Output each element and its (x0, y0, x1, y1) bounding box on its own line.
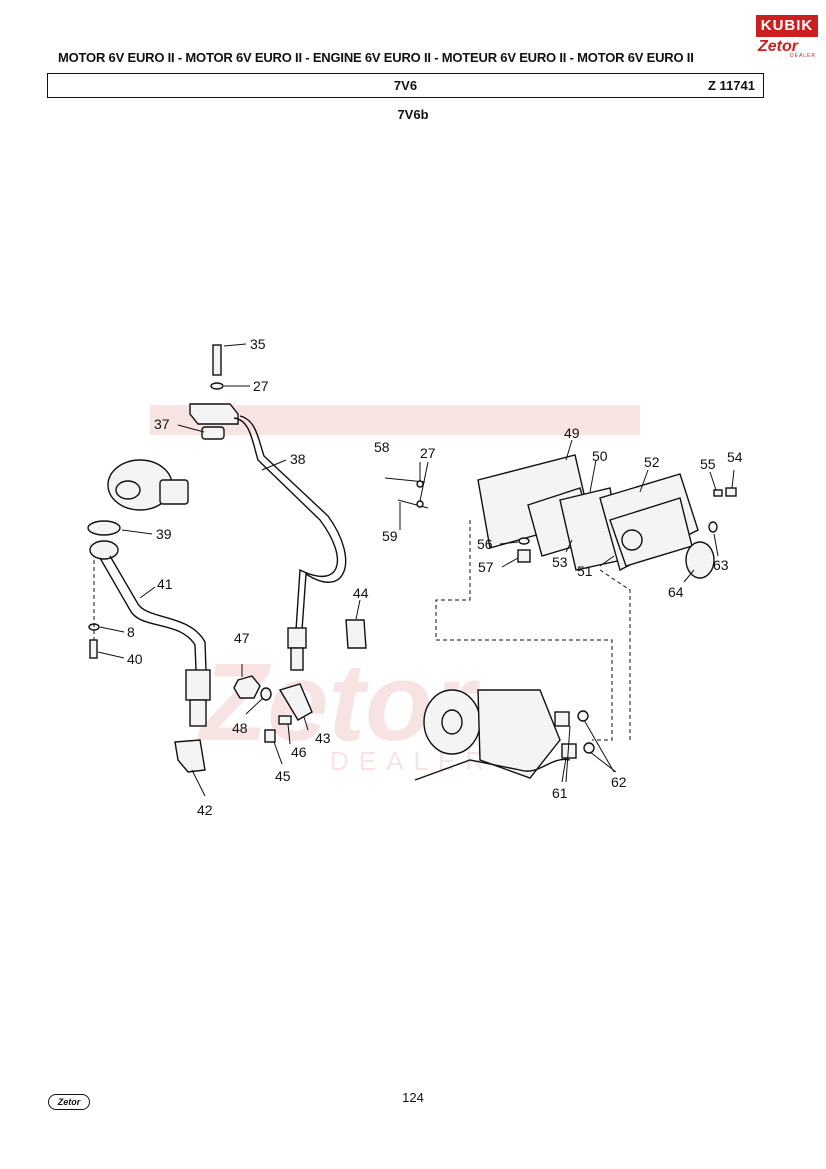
callout-58: 58 (374, 439, 390, 455)
callout-42: 42 (197, 802, 213, 818)
nut-47 (233, 675, 261, 699)
turbo-outlet (115, 480, 141, 500)
callout-57: 57 (478, 559, 494, 575)
callout-39: 39 (156, 526, 172, 542)
callout-35: 35 (250, 336, 266, 352)
pipe-41-nut (185, 669, 211, 701)
callout-48: 48 (232, 720, 248, 736)
callout-44: 44 (353, 585, 369, 601)
callout-40: 40 (127, 651, 143, 667)
callout-64: 64 (668, 584, 684, 600)
turbo-flange (159, 479, 189, 505)
logo-brand: KUBIK (756, 15, 818, 37)
callout-53: 53 (552, 554, 568, 570)
ring-48 (260, 687, 272, 701)
page-header-title: MOTOR 6V EURO II - MOTOR 6V EURO II - EN… (58, 50, 694, 65)
clip-44 (345, 619, 367, 649)
screw-59 (397, 499, 429, 509)
pipe-41-outer (109, 555, 207, 671)
dash-route-1 (435, 520, 613, 741)
plug-45 (264, 729, 276, 743)
pulley-hub (441, 709, 463, 735)
leader-lines (97, 343, 735, 797)
elbow-42 (174, 739, 206, 773)
watermark-sub: DEALER (330, 746, 494, 776)
callout-8: 8 (127, 624, 135, 640)
callout-labels: 35 27 37 38 39 41 8 40 47 48 46 43 45 42… (127, 336, 743, 818)
logo-tag: DEALER (790, 53, 817, 59)
kubik-zetor-logo: KUBIK Zetor DEALER (756, 15, 818, 61)
port-51 (621, 529, 643, 551)
water-pump (477, 689, 561, 779)
right-assembly (384, 454, 737, 781)
pipe-41 (99, 557, 197, 671)
callout-46: 46 (291, 744, 307, 760)
pipe-38-nut (287, 627, 307, 649)
bolt-54 (725, 487, 737, 497)
pipe-38 (233, 417, 339, 631)
left-assembly (87, 344, 367, 773)
callout-61: 61 (552, 785, 568, 801)
callout-43: 43 (315, 730, 331, 746)
washer-62b (583, 742, 595, 754)
flange-41 (89, 540, 119, 560)
callout-52: 52 (644, 454, 660, 470)
pump-hose (414, 758, 571, 781)
washer-27b-2 (416, 500, 424, 508)
callout-59: 59 (382, 528, 398, 544)
flange-38-top (189, 403, 239, 425)
callout-62: 62 (611, 774, 627, 790)
callout-38: 38 (290, 451, 306, 467)
gasket-39 (87, 520, 121, 536)
bolt-40 (89, 639, 98, 659)
pipe-38-outer (239, 415, 347, 631)
subsection-label: 7V6b (397, 107, 429, 122)
bolt-35 (212, 344, 222, 376)
gasket-37 (201, 426, 225, 440)
screw-46 (278, 715, 292, 725)
washer-55 (713, 489, 723, 497)
page-number: 124 (402, 1090, 424, 1105)
callout-51: 51 (577, 563, 593, 579)
callout-37: 37 (154, 416, 170, 432)
footer-zetor-logo: Zetor (48, 1094, 90, 1110)
dash-route-2 (599, 569, 631, 740)
washer-27b-1 (416, 480, 424, 488)
callout-41: 41 (157, 576, 173, 592)
callout-55: 55 (700, 456, 716, 472)
callout-54: 54 (727, 449, 743, 465)
callout-49: 49 (564, 425, 580, 441)
plug-57 (517, 549, 531, 563)
pipe-38-end (290, 647, 304, 671)
logo-sub: Zetor (758, 38, 798, 55)
tee-43 (278, 683, 313, 721)
callout-45: 45 (275, 768, 291, 784)
callout-56: 56 (477, 536, 493, 552)
drawing-number: Z 11741 (708, 78, 755, 93)
callout-50: 50 (592, 448, 608, 464)
ring-63 (708, 521, 718, 533)
title-box: 7V6 Z 11741 (47, 73, 764, 98)
seal-56 (518, 537, 530, 545)
oring-64 (685, 541, 715, 579)
callout-47: 47 (234, 630, 250, 646)
callout-63: 63 (713, 557, 729, 573)
pipe-41-end (189, 699, 207, 727)
callout-27a: 27 (253, 378, 269, 394)
washer-62a (577, 710, 589, 722)
washer-27 (210, 382, 224, 390)
callout-27b: 27 (420, 445, 436, 461)
section-code: 7V6 (393, 78, 418, 93)
fitting-61a (554, 711, 570, 727)
